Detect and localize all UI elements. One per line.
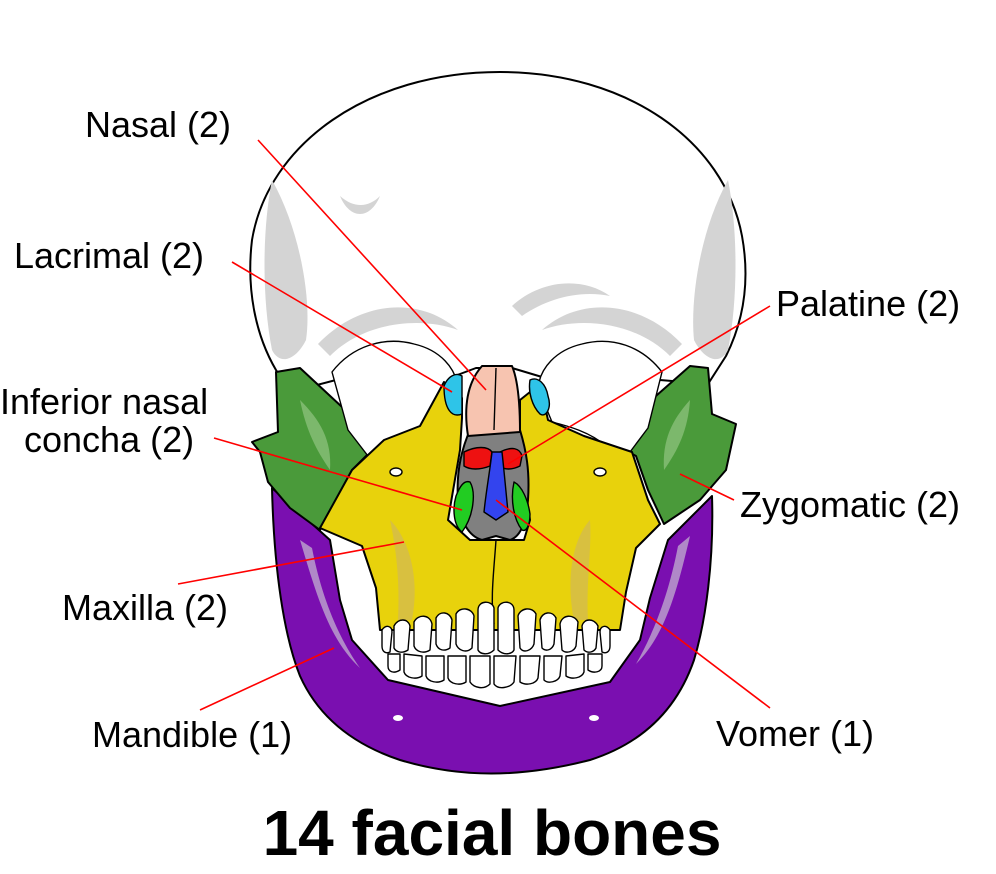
tooth — [587, 653, 603, 673]
infraorbital-foramen-right — [593, 467, 607, 477]
zygomatic-highlight — [663, 400, 690, 470]
label-inferior-nasal-concha-line1: Inferior nasal — [0, 381, 208, 422]
tooth — [477, 601, 495, 655]
lacrimal-bone-left — [443, 373, 463, 416]
tooth — [517, 608, 537, 652]
tooth — [469, 655, 491, 689]
teeth — [381, 601, 611, 689]
label-zygomatic: Zygomatic (2) — [740, 484, 960, 525]
cranium-shading — [264, 180, 308, 360]
tooth — [581, 619, 599, 653]
brow-ridge-shading — [542, 307, 682, 356]
inferior-nasal-concha-left — [453, 480, 474, 533]
maxilla-shading — [390, 520, 415, 620]
leader-line-mandible — [199, 647, 335, 711]
cranium-shading — [693, 180, 736, 360]
label-maxilla: Maxilla (2) — [62, 587, 228, 628]
inferior-nasal-concha-right — [511, 481, 531, 532]
vomer-bone — [483, 451, 509, 521]
tooth — [393, 619, 411, 653]
tooth — [497, 601, 515, 655]
tooth — [387, 653, 401, 673]
tooth — [565, 653, 585, 679]
infraorbital-foramen-left — [389, 467, 403, 477]
internasal-suture — [493, 367, 497, 431]
leader-line-vomer — [495, 499, 771, 709]
leader-lines — [177, 139, 771, 711]
tooth — [539, 612, 557, 651]
label-palatine: Palatine (2) — [776, 283, 960, 324]
diagram-title: 14 facial bones — [263, 797, 722, 869]
brow-ridge-shading — [512, 283, 610, 316]
leader-line-lacrimal — [231, 261, 453, 393]
tooth — [413, 615, 433, 653]
mandible-highlight — [636, 536, 690, 664]
brow-ridge-shading — [340, 196, 380, 214]
maxilla-shading — [570, 520, 591, 620]
tooth — [425, 655, 445, 683]
tooth — [435, 612, 453, 651]
tooth — [543, 655, 563, 683]
leader-line-palatine — [507, 305, 771, 465]
tooth — [381, 625, 393, 654]
leader-line-nasal — [257, 139, 487, 391]
tooth — [599, 625, 611, 654]
label-vomer: Vomer (1) — [716, 713, 874, 754]
mental-foramen-right — [589, 715, 599, 721]
label-lacrimal: Lacrimal (2) — [14, 235, 204, 276]
leader-line-maxilla — [177, 541, 405, 585]
mandible-highlight — [300, 540, 360, 668]
label-inferior-nasal-concha-line2: concha (2) — [24, 419, 194, 460]
tooth — [519, 655, 541, 685]
tooth — [559, 615, 579, 653]
tooth — [447, 655, 467, 685]
brow-ridge-shading — [318, 307, 458, 356]
zygomatic-highlight — [300, 400, 331, 470]
tooth — [403, 653, 423, 679]
skull-illustration — [249, 71, 747, 775]
tooth — [493, 655, 517, 689]
label-mandible: Mandible (1) — [92, 714, 292, 755]
tooth — [455, 608, 475, 652]
orbit-right — [537, 340, 663, 453]
leader-line-zygomatic — [679, 473, 735, 501]
palatine-bone-left — [463, 446, 493, 470]
label-nasal: Nasal (2) — [85, 104, 231, 145]
labels: Nasal (2) Lacrimal (2) Inferior nasal co… — [0, 104, 960, 755]
lacrimal-bone-right — [528, 378, 550, 416]
mental-foramen-left — [393, 715, 403, 721]
leader-line-inferior-concha — [213, 437, 463, 511]
mandible-bone — [271, 487, 714, 775]
